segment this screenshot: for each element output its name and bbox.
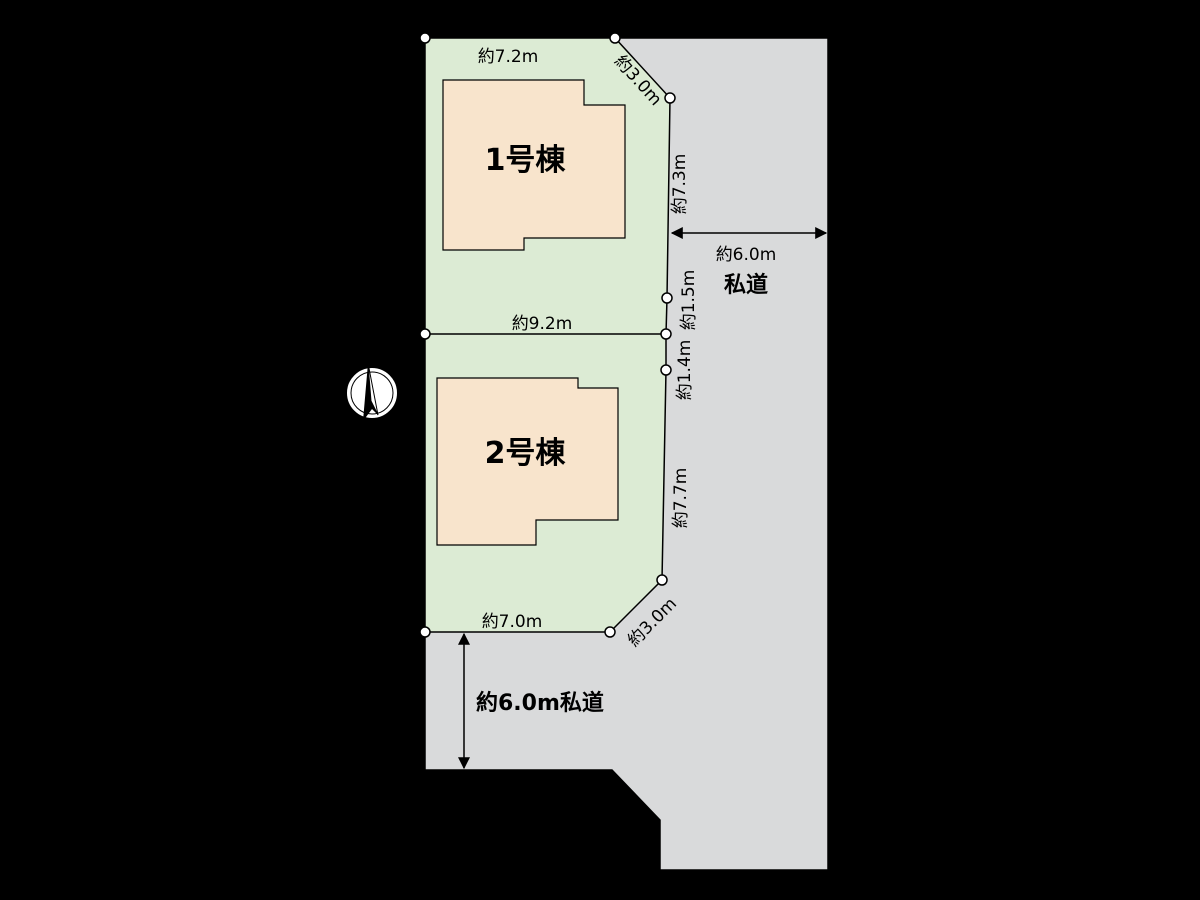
dim-right-lower-small: 約1.4m xyxy=(675,340,695,401)
boundary-point xyxy=(419,328,431,340)
dim-lot2-right: 約7.7m xyxy=(671,468,691,529)
boundary-point xyxy=(419,626,431,638)
building-2 xyxy=(436,377,619,546)
dim-lot1-left: 約11.1m xyxy=(399,142,419,213)
dim-lot2-bottom: 約7.0m xyxy=(482,612,543,632)
east-road-width: 約6.0m xyxy=(716,245,777,265)
boundary-point xyxy=(664,92,676,104)
north-arrow-icon xyxy=(345,362,399,421)
boundary-point xyxy=(419,32,431,44)
boundary-point xyxy=(661,292,673,304)
building-1-label: 1号棟 xyxy=(485,143,567,178)
dim-right-upper-small: 約1.5m xyxy=(679,270,699,331)
boundary-point xyxy=(609,32,621,44)
building-2-label: 2号棟 xyxy=(485,436,567,471)
dim-lot1-right: 約7.3m xyxy=(670,154,690,215)
dim-lot1-top: 約7.2m xyxy=(478,47,539,67)
boundary-point xyxy=(660,328,672,340)
boundary-point xyxy=(656,574,668,586)
boundary-point xyxy=(604,626,616,638)
building-1 xyxy=(442,79,626,251)
south-road-label: 約6.0m私道 xyxy=(476,690,604,716)
dim-boundary-middle: 約9.2m xyxy=(512,314,573,334)
dim-lot2-left: 約11.1m xyxy=(399,448,419,519)
east-road-label: 私道 xyxy=(724,272,768,298)
compass-north-label: N xyxy=(349,334,368,357)
boundary-point xyxy=(660,364,672,376)
boundary-points xyxy=(419,32,676,638)
